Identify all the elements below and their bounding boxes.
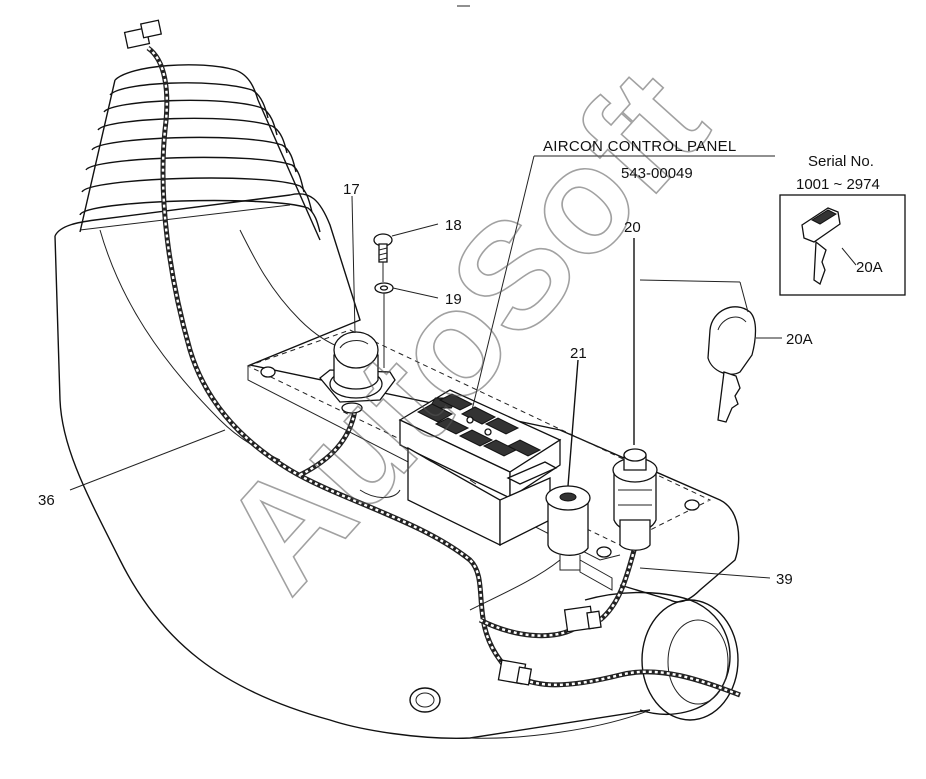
harness-connector-lower bbox=[497, 659, 533, 686]
harness-connector-mid bbox=[563, 605, 602, 633]
leader-39 bbox=[639, 567, 771, 579]
aircon-part-no: 543-00049 bbox=[621, 165, 693, 182]
joystick-boot bbox=[79, 64, 321, 241]
label-21: 21 bbox=[570, 345, 587, 362]
label-39: 39 bbox=[776, 571, 793, 588]
aircon-title: AIRCON CONTROL PANEL bbox=[543, 138, 737, 155]
label-20a: 20A bbox=[786, 331, 813, 348]
part-17-rotary-switch bbox=[319, 331, 396, 414]
part-20a-key bbox=[707, 306, 757, 423]
label-20: 20 bbox=[624, 219, 641, 236]
leader-18 bbox=[391, 223, 439, 237]
leader-36 bbox=[69, 429, 226, 491]
part-20-key-switch bbox=[612, 238, 658, 551]
part-18-screw bbox=[373, 233, 393, 282]
label-36: 36 bbox=[38, 492, 55, 509]
leader-aircon bbox=[471, 155, 535, 411]
aircon-control-panel bbox=[398, 389, 562, 547]
leader-20-to-key bbox=[639, 279, 741, 283]
serial-range: 1001 ~ 2974 bbox=[796, 176, 880, 193]
wire-connector-top bbox=[123, 19, 163, 49]
leader-lines bbox=[69, 155, 857, 579]
serial-inset-box bbox=[779, 194, 906, 296]
part-21-socket bbox=[545, 359, 591, 571]
leader-19 bbox=[392, 287, 439, 299]
leader-17 bbox=[351, 195, 356, 334]
leader-20a-inset bbox=[841, 247, 857, 266]
serial-heading: Serial No. bbox=[808, 153, 874, 170]
callout-labels: AIRCON CONTROL PANEL 543-00049 Serial No… bbox=[38, 138, 883, 588]
label-19: 19 bbox=[445, 291, 462, 308]
label-20a-inset: 20A bbox=[856, 259, 883, 276]
console-housing bbox=[54, 193, 740, 739]
label-17: 17 bbox=[343, 181, 360, 198]
label-18: 18 bbox=[445, 217, 462, 234]
